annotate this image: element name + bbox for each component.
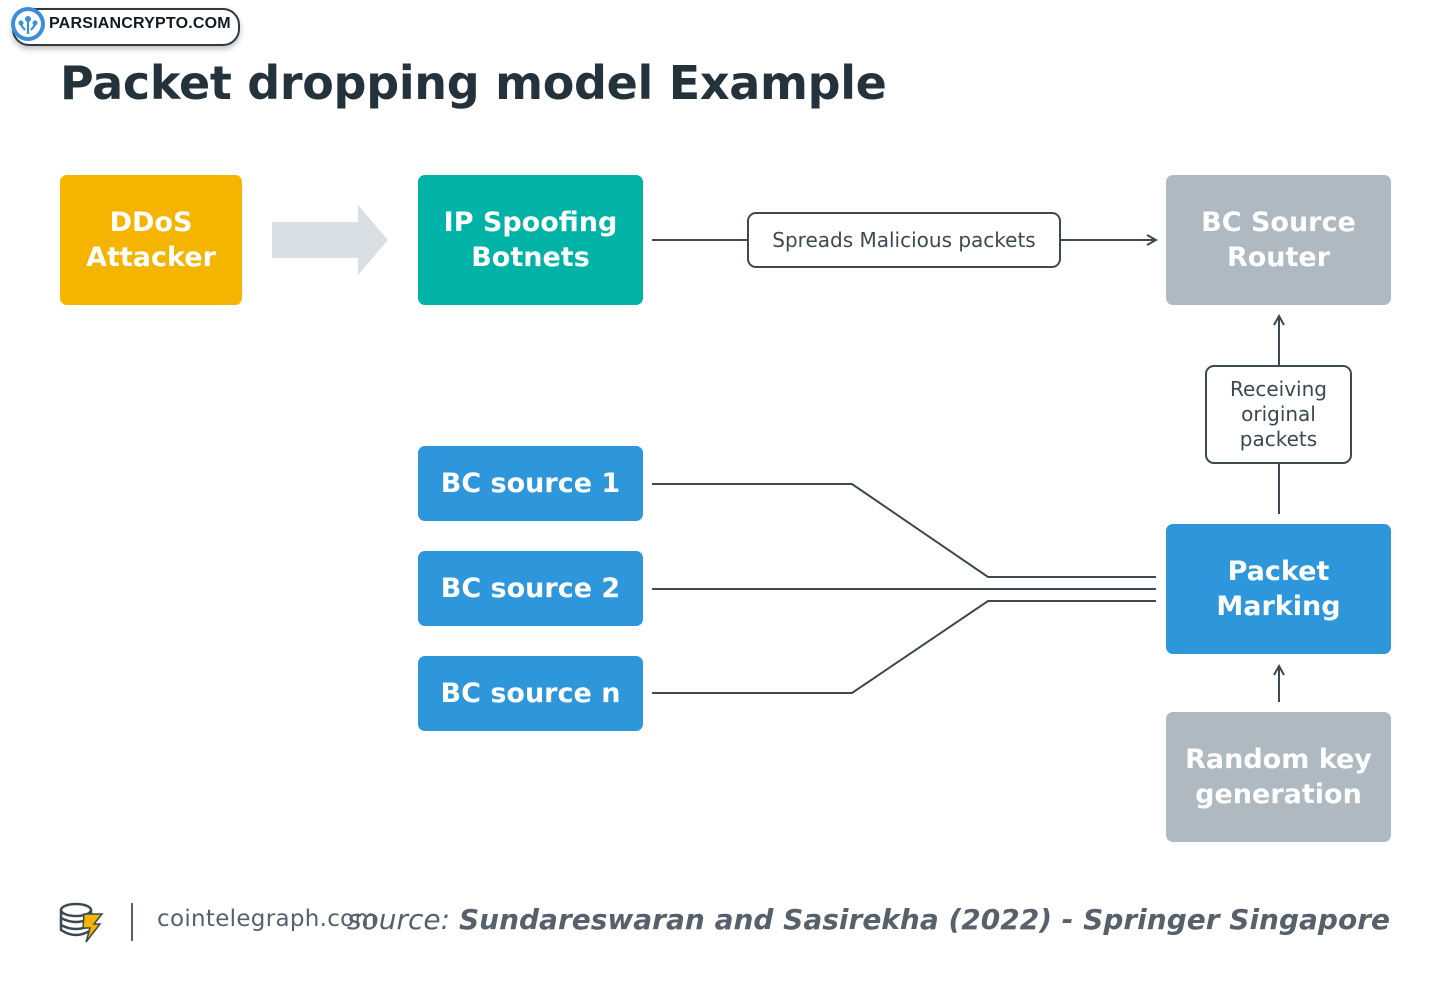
- node-bc-source-1: BC source 1: [418, 446, 643, 521]
- node-random-key-generation: Random key generation: [1166, 712, 1391, 842]
- footer-site-name: cointelegraph.com: [157, 906, 378, 932]
- node-bc-source-2: BC source 2: [418, 551, 643, 626]
- source-n-line: [652, 600, 1156, 694]
- source-name: Sundareswaran and Sasirekha (2022) - Spr…: [458, 903, 1390, 936]
- block-arrow: [272, 205, 388, 275]
- edge-label-spreads: Spreads Malicious packets: [747, 212, 1061, 268]
- cointelegraph-logo-icon: [59, 902, 104, 943]
- node-ip-spoofing-botnets: IP Spoofing Botnets: [418, 175, 643, 305]
- source-prefix: source:: [347, 903, 451, 936]
- source-1-line: [652, 483, 1156, 578]
- node-packet-marking: Packet Marking: [1166, 524, 1391, 654]
- node-bc-source-n: BC source n: [418, 656, 643, 731]
- page-title: Packet dropping model Example: [60, 56, 887, 110]
- watermark-text: PARSIANCRYPTO.COM: [49, 15, 231, 32]
- source-credit: source: Sundareswaran and Sasirekha (202…: [347, 903, 1390, 936]
- node-ddos-attacker: DDoS Attacker: [60, 175, 242, 305]
- node-bc-source-router: BC Source Router: [1166, 175, 1391, 305]
- parsiancrypto-logo-icon: [11, 7, 45, 41]
- footer-separator: [131, 903, 133, 941]
- edge-label-receiving: Receiving original packets: [1205, 365, 1352, 464]
- watermark-badge: [12, 8, 240, 46]
